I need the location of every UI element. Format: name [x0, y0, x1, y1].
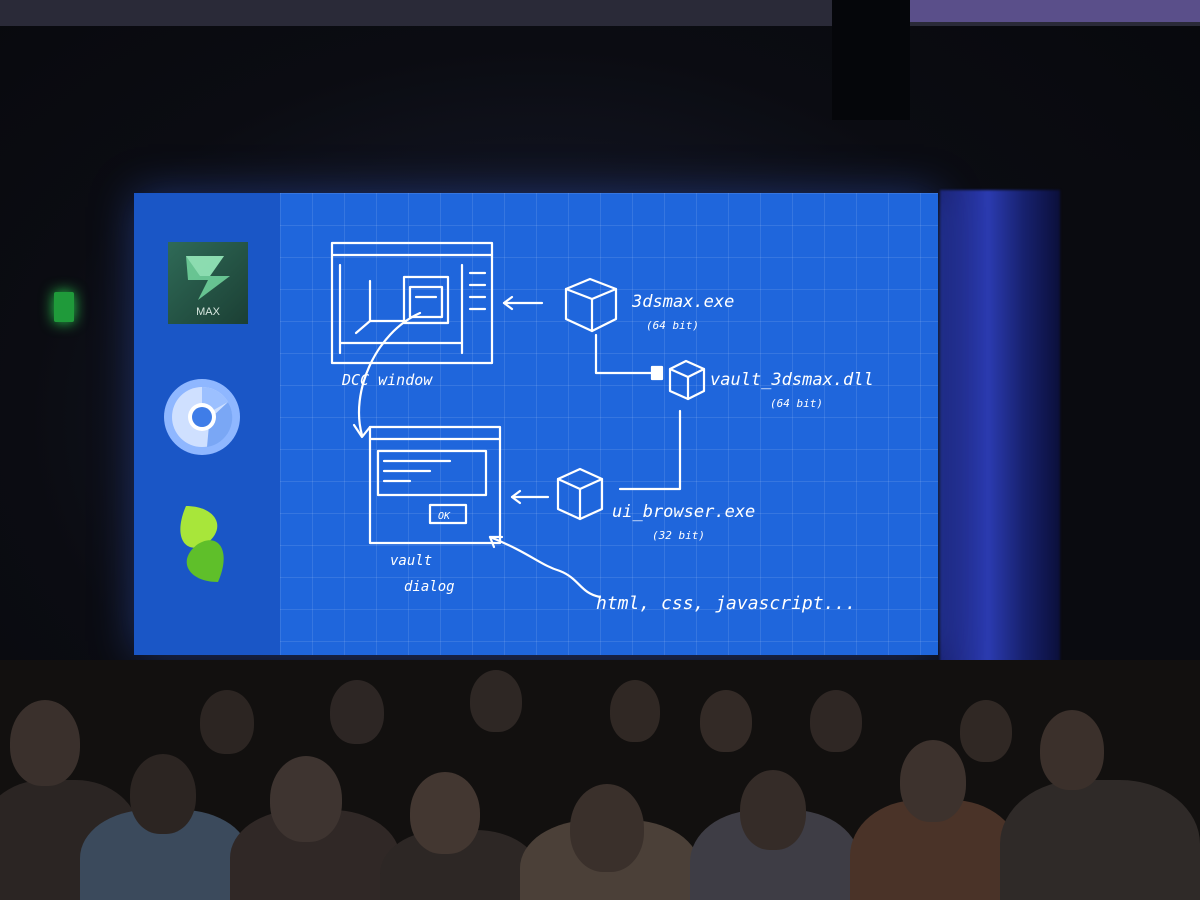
dll-cube-sketch [670, 361, 704, 399]
exe-ui-browser-bits-label: (32 bit) [652, 529, 705, 542]
dcc-window-sketch [332, 243, 492, 363]
max-label: MAX [168, 306, 248, 318]
ui-browser-cube-sketch [558, 469, 602, 519]
exe-ui-browser-label: ui_browser.exe [612, 502, 755, 522]
exe-3dsmax-bits-label: (64 bit) [646, 319, 699, 332]
dcc-window-label: DCC window [341, 371, 433, 389]
projection-screen: MAX [134, 193, 938, 655]
3ds-max-icon: MAX [168, 242, 248, 324]
blue-lit-curtain [940, 190, 1060, 710]
vault-label-line2: dialog [404, 579, 455, 595]
exit-sign [54, 292, 74, 322]
vault-dialog-sketch [370, 427, 500, 543]
sencha-leaf-icon [166, 498, 238, 590]
web-tech-label: html, css, javascript... [596, 593, 856, 614]
dark-curtain [1060, 160, 1200, 720]
dialog-ok-button-label: OK [438, 511, 451, 522]
blueprint-board: DCC window vault dialog 3dsmax.exe (64 b… [280, 193, 938, 655]
dll-vault-bits-label: (64 bit) [770, 397, 823, 410]
audience [0, 660, 1200, 900]
exe-3dsmax-label: 3dsmax.exe [631, 292, 734, 312]
vault-label-line1: vault [390, 553, 432, 569]
chromium-icon [162, 377, 242, 457]
slide-icon-sidebar: MAX [134, 193, 280, 655]
ceiling-pillar [832, 0, 910, 120]
3dsmax-cube-sketch [566, 279, 616, 331]
ceiling-light [910, 0, 1200, 22]
dll-vault-label: vault_3dsmax.dll [710, 370, 874, 390]
architecture-diagram: DCC window vault dialog 3dsmax.exe (64 b… [280, 193, 938, 655]
